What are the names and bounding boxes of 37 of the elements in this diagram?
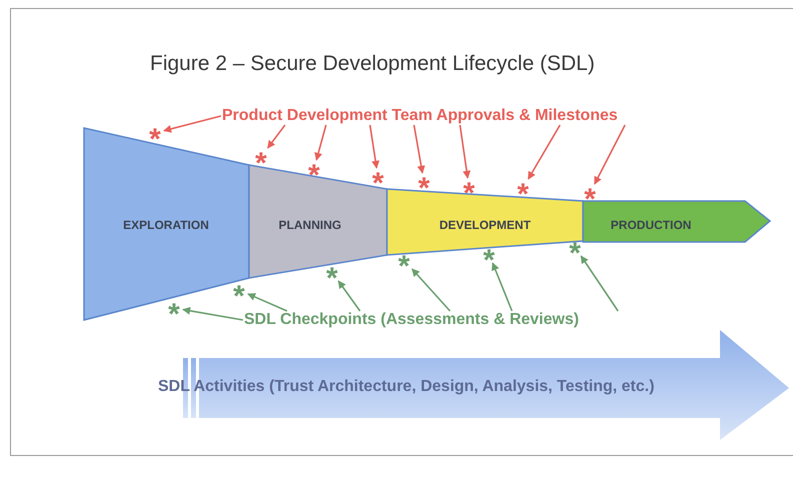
asterisk-mark: * bbox=[396, 252, 412, 268]
asterisk-mark: * bbox=[515, 180, 531, 196]
asterisk-mark: * bbox=[461, 179, 477, 195]
leader-arrow bbox=[267, 124, 286, 149]
callout-text: Product Development Team Approvals & Milestones bbox=[222, 107, 618, 125]
asterisk-mark: * bbox=[481, 246, 497, 262]
leader-arrow bbox=[580, 255, 619, 312]
stage-label: PRODUCTION bbox=[610, 218, 692, 232]
asterisk-mark: * bbox=[231, 282, 247, 298]
leader-arrow bbox=[528, 124, 561, 180]
asterisk-mark: * bbox=[306, 161, 322, 177]
callout-text: SDL Checkpoints (Assessments & Reviews) bbox=[244, 311, 579, 329]
asterisk-mark: * bbox=[370, 169, 386, 185]
leader-arrow bbox=[163, 115, 222, 133]
asterisk-mark: * bbox=[253, 149, 269, 165]
asterisk-mark: * bbox=[166, 300, 182, 316]
leader-arrow bbox=[459, 124, 471, 179]
asterisk-mark: * bbox=[567, 239, 583, 255]
stage-label: DEVELOPMENT bbox=[439, 218, 531, 232]
stage-label: EXPLORATION bbox=[123, 218, 209, 232]
asterisk-mark: * bbox=[582, 185, 598, 201]
leader-arrow bbox=[412, 268, 451, 312]
leader-arrow bbox=[314, 124, 327, 161]
funnel-segment bbox=[583, 201, 770, 242]
diagram-title: Figure 2 – Secure Development Lifecycle (SDL) bbox=[150, 52, 595, 76]
funnel-segment bbox=[249, 165, 387, 278]
leader-arrow bbox=[492, 262, 513, 312]
leader-arrow bbox=[369, 124, 380, 169]
asterisk-mark: * bbox=[324, 264, 340, 280]
leader-arrow bbox=[247, 293, 288, 312]
leader-arrow bbox=[594, 124, 626, 185]
asterisk-mark: * bbox=[416, 174, 432, 190]
leader-arrow bbox=[413, 124, 426, 174]
stage-label: PLANNING bbox=[278, 218, 342, 232]
leader-arrow bbox=[338, 280, 361, 312]
asterisk-mark: * bbox=[147, 125, 163, 141]
leader-arrow bbox=[182, 306, 244, 321]
